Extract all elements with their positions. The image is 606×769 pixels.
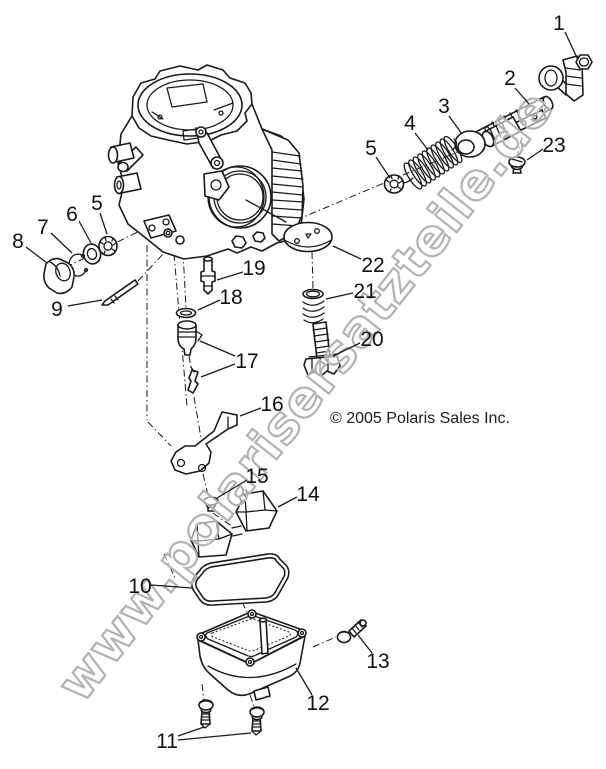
part-label-8: 8 (12, 230, 24, 253)
leader-line-10 (150, 584, 193, 589)
part-label-16: 16 (260, 393, 283, 416)
part-label-2: 2 (504, 67, 516, 90)
part-label-9: 9 (51, 298, 63, 321)
bowl-screws-drawing (198, 699, 265, 736)
leader-line-1 (564, 31, 579, 61)
leader-line-3 (448, 115, 463, 135)
leader-line-6 (78, 220, 92, 244)
cap-drawing (43, 257, 75, 295)
part-label-12: 12 (306, 692, 329, 715)
leader-line-16 (239, 407, 262, 417)
part-label-5: 5 (91, 192, 103, 215)
leader-line-17 (200, 363, 236, 378)
leader-line-20 (332, 342, 361, 357)
rod-drawing (101, 279, 139, 306)
leader-line-18 (197, 299, 221, 311)
part-label-18: 18 (219, 286, 242, 309)
washer-left-drawing (98, 235, 118, 257)
leader-line-9 (67, 299, 103, 307)
part-label-13: 13 (366, 650, 389, 673)
part-label-17: 17 (235, 350, 258, 373)
leader-line-5 (375, 156, 391, 179)
plunger-screw-drawing (303, 321, 341, 377)
part-label-23: 23 (542, 134, 565, 157)
screw-23-drawing (508, 156, 526, 174)
washer-right-drawing (383, 174, 405, 194)
part-label-5: 5 (365, 137, 377, 160)
part-label-7: 7 (37, 216, 49, 239)
needle-jet-drawing (200, 256, 216, 295)
part-label-14: 14 (296, 483, 320, 506)
leader-line-7 (50, 232, 73, 254)
part-label-19: 19 (242, 257, 265, 280)
leader-line-11 (177, 726, 205, 737)
part-label-4: 4 (404, 112, 416, 135)
leader-line-23 (526, 148, 544, 161)
o-ring-drawing (175, 307, 197, 319)
seal-ring-drawing (82, 243, 102, 265)
part-label-6: 6 (66, 203, 78, 226)
nut-drawing (575, 54, 593, 70)
spring-drawing (397, 135, 463, 190)
screw-15-drawing (203, 496, 219, 512)
diaphragm-disc-drawing (283, 221, 333, 253)
leader-line-4 (414, 132, 429, 151)
part-label-20: 20 (360, 328, 383, 351)
part-label-21: 21 (353, 280, 376, 303)
leader-line-8 (25, 246, 48, 264)
leader-line-15 (216, 479, 248, 499)
float-assembly-drawing (190, 490, 278, 558)
drain-screw-drawing (336, 619, 367, 644)
carburetor-body-drawing (107, 64, 305, 260)
part-label-3: 3 (438, 95, 450, 118)
leader-line-13 (357, 634, 373, 654)
part-label-10: 10 (128, 575, 151, 598)
bowl-gasket-drawing (190, 553, 290, 606)
bracket-drawing (170, 411, 238, 475)
part-label-15: 15 (245, 465, 268, 488)
spring-21-drawing (302, 288, 325, 324)
leader-line-14 (277, 496, 298, 508)
part-label-22: 22 (361, 254, 384, 277)
part-label-1: 1 (553, 12, 565, 35)
leader-line-21 (325, 292, 354, 300)
float-bowl-drawing (196, 609, 307, 701)
leader-line-22 (332, 245, 362, 260)
copyright-text: © 2005 Polaris Sales Inc. (330, 410, 510, 427)
needle-valve-drawing (177, 320, 203, 394)
leader-line-5 (99, 212, 108, 235)
part-label-11: 11 (156, 730, 178, 753)
bushing-drawing (454, 130, 486, 158)
leader-line-17 (199, 340, 236, 357)
leader-line-2 (514, 87, 530, 105)
leader-line-19 (216, 271, 244, 281)
leader-line-11 (177, 732, 252, 741)
leader-line-12 (295, 667, 313, 696)
